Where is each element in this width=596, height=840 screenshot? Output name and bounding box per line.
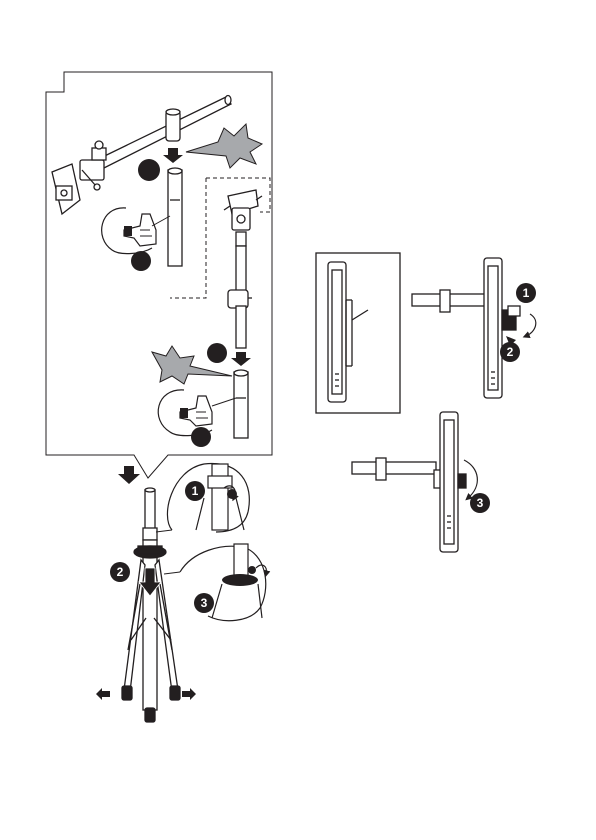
svg-text:3: 3: [477, 496, 484, 510]
hand-icon: [102, 208, 170, 254]
step-badge-left-top-2: [131, 251, 151, 271]
clamp-bar-icon: [52, 96, 231, 215]
speaker-inset-box: [316, 253, 400, 413]
step-badge-left-mid-1: [207, 343, 227, 363]
step-badge-tripod-3: 3: [194, 593, 214, 613]
step-badge-tripod-1: 1: [185, 481, 205, 501]
speaker-column-icon: [352, 412, 466, 552]
svg-text:1: 1: [192, 484, 199, 498]
impact-burst-icon: [186, 124, 262, 168]
step-badge-tripod-2: 2: [110, 562, 130, 582]
step-badge-mount-2: 2: [500, 342, 520, 362]
step-badge-left-mid-2: [191, 427, 211, 447]
tripod-detail-2: [164, 544, 266, 621]
step-badge-mount-1: 1: [516, 283, 536, 303]
svg-text:1: 1: [523, 286, 530, 300]
svg-text:2: 2: [507, 345, 514, 359]
arrow-icon: [163, 148, 183, 163]
clamp-post-icon: [224, 190, 262, 348]
arrow-icon: [231, 352, 251, 366]
svg-text:3: 3: [201, 596, 208, 610]
tripod-detail-1: [156, 464, 249, 532]
speaker-column-icon: [412, 258, 520, 398]
step-badge-left-top-1: [138, 159, 160, 181]
pole-icon: [234, 370, 248, 438]
step-badge-mount-3: 3: [470, 493, 490, 513]
arrow-icon: [118, 466, 140, 484]
svg-text:2: 2: [117, 565, 124, 579]
pole-icon: [168, 168, 182, 266]
